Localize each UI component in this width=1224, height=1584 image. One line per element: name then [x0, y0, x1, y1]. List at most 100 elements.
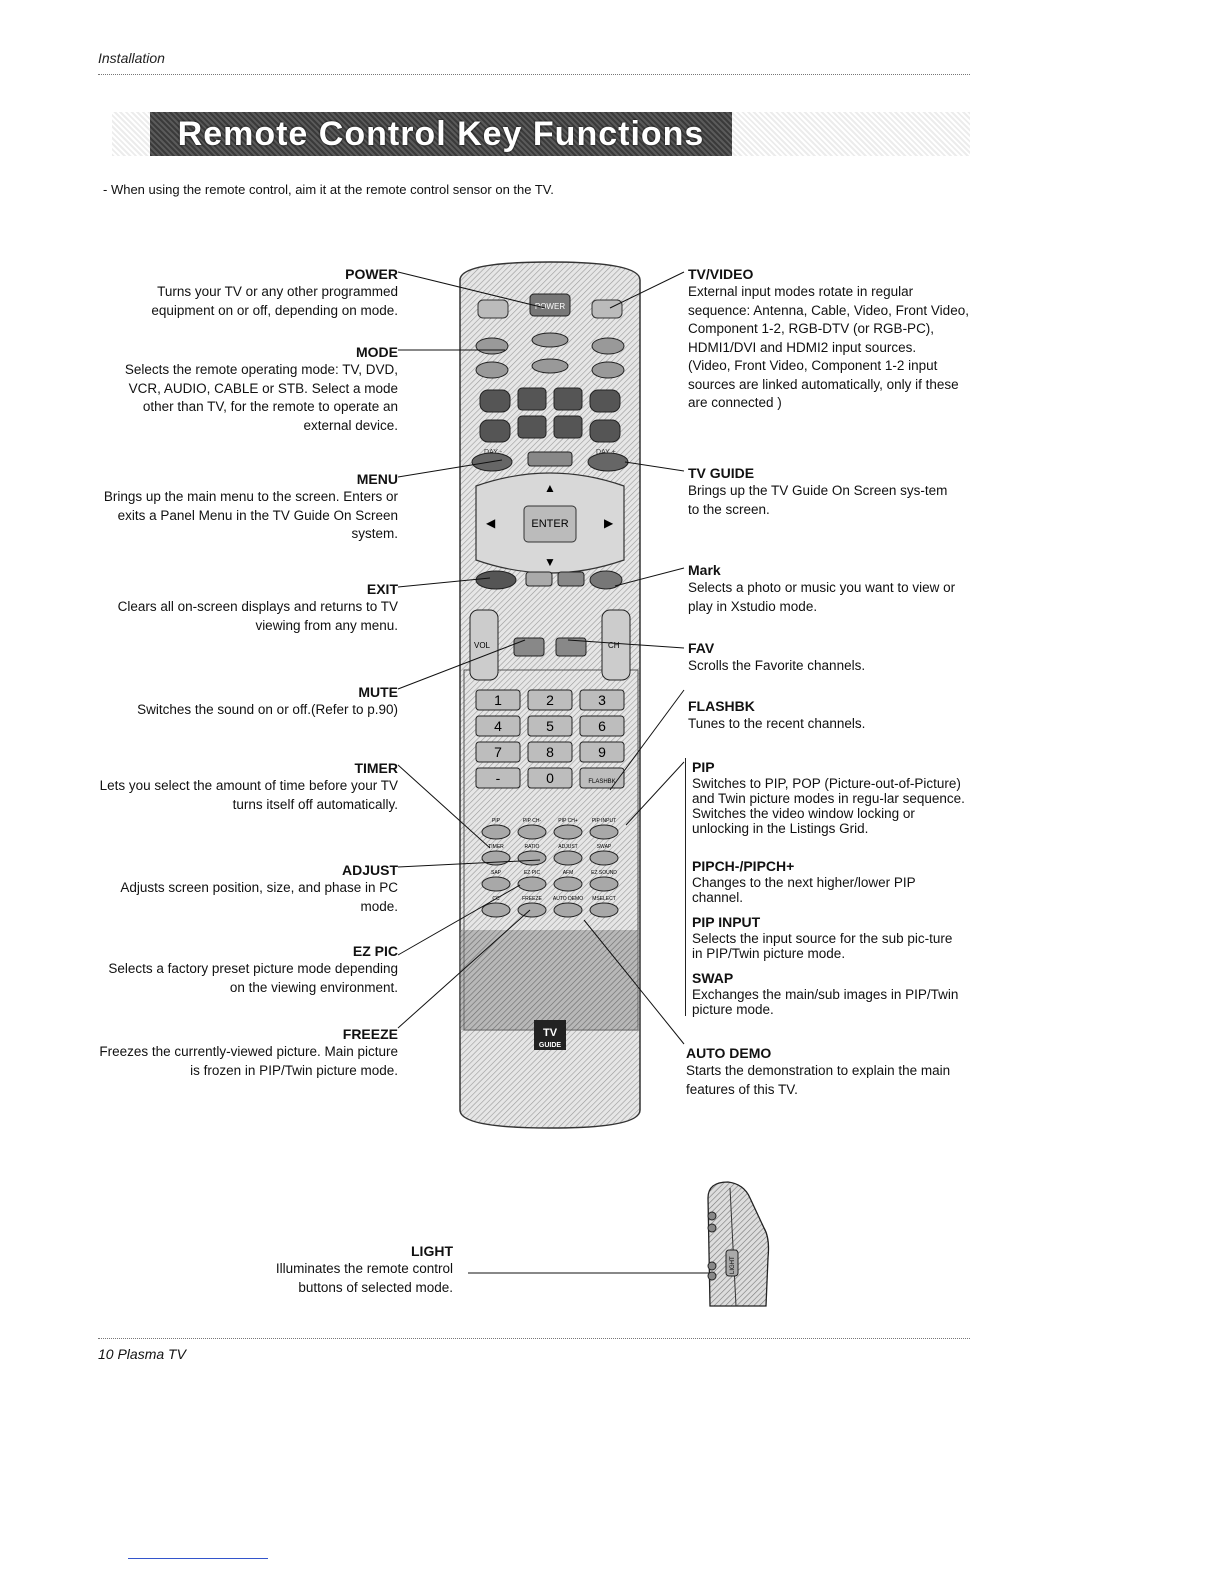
pip-key-label: TIMER	[488, 844, 504, 850]
enter-button[interactable]	[523, 505, 577, 543]
ez-pic-callout: EZ PIC Selects a factory preset picture …	[98, 942, 398, 997]
menu-callout: MENU Brings up the main menu to the scre…	[98, 470, 398, 544]
record-button[interactable]	[479, 389, 511, 413]
tv-video-button[interactable]	[591, 299, 623, 319]
numpad-key[interactable]	[475, 715, 521, 737]
callout-name: FLASHBK	[688, 698, 755, 714]
callout-desc-2: Switches the video window locking or unl…	[692, 806, 915, 836]
tv-guide-logo	[534, 1020, 566, 1050]
stop-button[interactable]	[589, 389, 621, 413]
pip-key[interactable]	[517, 850, 547, 866]
callout-desc: Starts the demonstration to explain the …	[686, 1063, 951, 1097]
enter-label: ENTER	[531, 518, 568, 530]
pip-key[interactable]	[517, 876, 547, 892]
pip-key[interactable]	[553, 850, 583, 866]
light-callout: LIGHT Illuminates the remote control but…	[250, 1242, 453, 1297]
page-footer: 10 Plasma TV	[98, 1346, 186, 1362]
pip-key[interactable]	[553, 902, 583, 918]
remote-side-view: LIGHT	[707, 1181, 770, 1307]
title-banner	[150, 112, 732, 156]
ch-label: CH	[608, 641, 620, 650]
callout-name: TV GUIDE	[688, 465, 755, 481]
numpad-key[interactable]	[527, 767, 573, 789]
pause-button[interactable]	[553, 387, 583, 411]
callout-name: FAV	[688, 640, 715, 656]
mode-vcr-button[interactable]	[591, 337, 625, 355]
callout-name: TV/VIDEO	[688, 266, 754, 282]
numpad-key[interactable]	[475, 741, 521, 763]
callout-desc: Illuminates the remote control buttons o…	[275, 1261, 453, 1295]
callout-desc: Changes to the next higher/lower PIP cha…	[692, 875, 916, 905]
pip-key[interactable]	[589, 850, 619, 866]
numpad-key[interactable]	[579, 767, 625, 789]
pip-key[interactable]	[553, 824, 583, 840]
light-button[interactable]	[725, 1249, 739, 1277]
nav-left-arrow[interactable]: ◀	[486, 516, 496, 530]
menu-button[interactable]	[471, 452, 513, 472]
callout-desc: Freezes the currently-viewed picture. Ma…	[99, 1044, 398, 1078]
callout-name: TIMER	[354, 760, 398, 776]
pip-key-label: PIP CH+	[558, 818, 578, 824]
tv-guide-button[interactable]	[587, 452, 629, 472]
callout-desc: Brings up the main menu to the screen. E…	[103, 489, 398, 541]
skip-forward-button[interactable]	[589, 419, 621, 443]
power-label: POWER	[535, 302, 565, 311]
mode-cable-button[interactable]	[531, 358, 569, 374]
pip-key[interactable]	[553, 876, 583, 892]
pip-key[interactable]	[589, 902, 619, 918]
mode-stb-button[interactable]	[591, 361, 625, 379]
1394-button[interactable]	[525, 571, 553, 587]
callout-desc: Brings up the TV Guide On Screen sys-tem…	[688, 483, 948, 517]
callout-name: EXIT	[366, 581, 398, 597]
numpad-key[interactable]	[527, 715, 573, 737]
callout-desc: Switches the sound on or off.(Refer to p…	[137, 702, 398, 717]
tv-input-button[interactable]	[477, 299, 509, 319]
pip-key[interactable]	[481, 902, 511, 918]
mode-audio-button[interactable]	[475, 361, 509, 379]
callout-desc-2: (Video, Front Video, Component 1-2 input…	[688, 358, 959, 410]
mode-tv-button[interactable]	[475, 337, 509, 355]
fav-button[interactable]	[555, 637, 587, 657]
pip-key[interactable]	[481, 824, 511, 840]
xstudio-button[interactable]	[527, 451, 573, 467]
play-button[interactable]	[517, 387, 547, 411]
top-divider	[98, 74, 970, 75]
pip-input-callout: PIP INPUT Selects the input source for t…	[692, 913, 966, 961]
fast-forward-button[interactable]	[553, 415, 583, 439]
nav-up-arrow[interactable]: ▲	[544, 481, 556, 495]
remote-illustration: POWER DAY - DAY + ▲ ▼ ◀ ▶ ENTER VOL CH	[459, 261, 641, 1129]
numpad-key-label: FLASHBK	[588, 779, 615, 785]
swap-callout: SWAP Exchanges the main/sub images in PI…	[692, 969, 966, 1017]
mode-dvd-button[interactable]	[531, 332, 569, 348]
skip-back-button[interactable]	[479, 419, 511, 443]
callout-name: LIGHT	[411, 1243, 453, 1259]
numpad-key[interactable]	[527, 689, 573, 711]
callout-name: MUTE	[358, 684, 398, 700]
numpad-key[interactable]	[475, 689, 521, 711]
exit-button[interactable]	[475, 570, 517, 590]
freeze-callout: FREEZE Freezes the currently-viewed pict…	[98, 1025, 398, 1080]
fav-callout: FAV Scrolls the Favorite channels.	[688, 639, 958, 676]
pip-key-label: SAP	[491, 870, 502, 876]
pip-key-label: AFM	[563, 870, 574, 876]
nav-right-arrow[interactable]: ▶	[604, 516, 614, 530]
pip-key[interactable]	[589, 876, 619, 892]
rewind-button[interactable]	[517, 415, 547, 439]
mute-button[interactable]	[513, 637, 545, 657]
callout-name: MENU	[356, 471, 398, 487]
callout-name: ADJUST	[341, 862, 398, 878]
pip-key[interactable]	[589, 824, 619, 840]
pip-key-label: PIP CH-	[523, 818, 542, 824]
pip-key[interactable]	[517, 902, 547, 918]
pip-key[interactable]	[517, 824, 547, 840]
callout-desc: Adjusts screen position, size, and phase…	[120, 880, 398, 914]
nav-down-arrow[interactable]: ▼	[544, 555, 556, 569]
pip-key[interactable]	[481, 876, 511, 892]
transport-buttons	[479, 387, 621, 443]
numpad-key-label: 3	[598, 692, 606, 708]
pip-key[interactable]	[481, 850, 511, 866]
info-button[interactable]	[589, 570, 623, 590]
numpad-key-label: 0	[546, 770, 554, 786]
numpad-key[interactable]	[527, 741, 573, 763]
mark-button[interactable]	[557, 571, 585, 587]
